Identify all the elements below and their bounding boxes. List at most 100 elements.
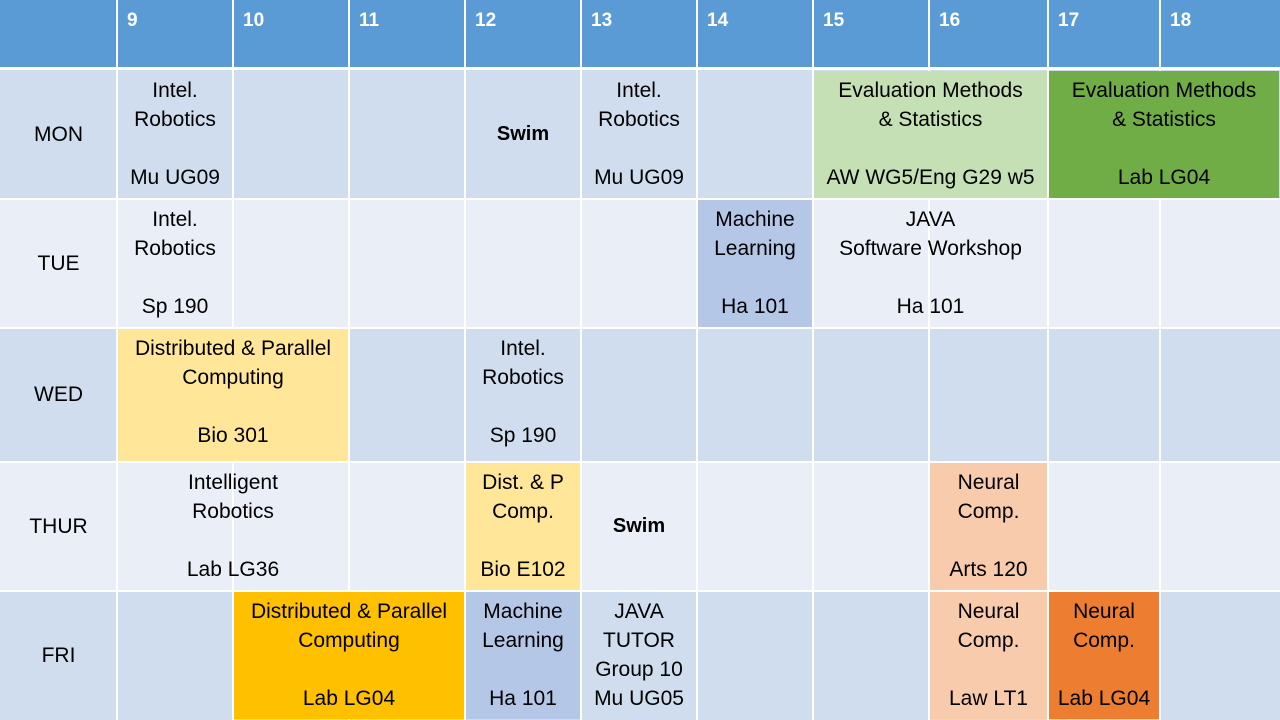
event-spacer — [930, 526, 1047, 555]
event-location: Arts 120 — [949, 558, 1028, 581]
hour-header-15: 15 — [813, 0, 929, 68]
event-title-line: Robotics — [192, 500, 274, 523]
event-title-line: Robotics — [482, 366, 564, 389]
hour-header-17: 17 — [1048, 0, 1160, 68]
day-row-thur — [0, 462, 1280, 591]
event-location: Ha 101 — [721, 295, 789, 318]
hour-label: 14 — [707, 10, 729, 31]
event-title-line: Neural — [957, 600, 1020, 623]
hour-header-14: 14 — [697, 0, 813, 68]
grid-line — [928, 0, 930, 720]
day-row-tue — [0, 199, 1280, 328]
hour-label: 16 — [939, 10, 961, 31]
hour-label: 12 — [475, 10, 497, 31]
event-title-line: & Statistics — [878, 108, 983, 131]
event-location: Ha 101 — [896, 295, 965, 318]
event-title-line: Evaluation Methods — [1071, 79, 1257, 102]
day-label-thur: THUR — [29, 514, 88, 538]
event-spacer — [1049, 134, 1279, 163]
event-location: Bio E102 — [480, 558, 566, 581]
grid-line — [1159, 0, 1161, 720]
event-title-line: Distributed & Parallel — [134, 337, 332, 360]
event-spacer — [698, 263, 812, 292]
event-title-line: Computing — [298, 629, 400, 652]
event-spacer — [930, 655, 1047, 684]
event-spacer — [118, 263, 232, 292]
event-title-line: JAVA — [614, 600, 664, 623]
hour-header-12: 12 — [465, 0, 581, 68]
hour-header-18: 18 — [1160, 0, 1280, 68]
event-title-line: Group 10 — [595, 658, 683, 681]
day-label-mon: MON — [34, 122, 83, 146]
event-tue-robotics[interactable]: Intel. Robotics Sp 190 — [118, 200, 232, 327]
event-title-line: Neural — [1073, 600, 1135, 623]
event-location: Lab LG04 — [1057, 687, 1151, 710]
grid-line — [1047, 0, 1049, 720]
grid-line — [0, 67, 1280, 70]
grid-line — [348, 0, 350, 720]
event-spacer — [466, 392, 580, 421]
event-title-line: Machine — [483, 600, 563, 623]
hour-label: 15 — [823, 10, 845, 31]
event-title-line: Intel. — [152, 208, 198, 231]
event-location: Mu UG09 — [594, 166, 684, 189]
event-title-line: Intel. — [152, 79, 198, 102]
event-title-line: Comp. — [957, 629, 1020, 652]
hour-label: 18 — [1170, 10, 1192, 31]
event-mon-swim[interactable]: Swim — [496, 123, 550, 145]
event-tue-java[interactable]: JAVA Software Workshop Ha 101 — [814, 200, 1047, 327]
event-title-line: Machine — [715, 208, 795, 231]
hour-header-10: 10 — [233, 0, 349, 68]
grid-line — [0, 327, 1280, 329]
event-thu-swim[interactable]: Swim — [612, 515, 666, 537]
event-title-line: Software Workshop — [839, 237, 1022, 260]
hour-header-9: 9 — [117, 0, 233, 68]
grid-line — [116, 0, 118, 720]
event-spacer — [118, 526, 348, 555]
event-title-line: Distributed & Parallel — [250, 600, 448, 623]
event-title-line: Learning — [714, 237, 796, 260]
event-title-line: Comp. — [957, 500, 1020, 523]
hour-header-13: 13 — [581, 0, 697, 68]
hour-label: 10 — [243, 10, 265, 31]
event-location: Lab LG04 — [1117, 166, 1211, 189]
event-title-line: Robotics — [598, 108, 680, 131]
grid-line — [580, 0, 582, 720]
event-location: Mu UG05 — [594, 687, 684, 710]
event-title-line: Dist. & P — [482, 471, 564, 494]
event-location: Lab LG04 — [302, 687, 396, 710]
event-title-line: JAVA — [905, 208, 956, 231]
grid-line — [696, 0, 698, 720]
grid-line — [0, 198, 1280, 200]
event-title-line: Neural — [957, 471, 1020, 494]
event-title-line: Computing — [182, 366, 284, 389]
grid-line — [812, 0, 814, 720]
hour-label: 11 — [359, 10, 380, 31]
event-spacer — [814, 263, 1047, 292]
day-label-tue: TUE — [37, 251, 80, 275]
event-title-line: Robotics — [134, 237, 216, 260]
hour-label: 13 — [591, 10, 613, 31]
event-title-line: Comp. — [1073, 629, 1135, 652]
hour-label: 9 — [127, 10, 138, 31]
event-location: Sp 190 — [141, 295, 209, 318]
day-label-wed: WED — [34, 383, 83, 406]
grid-line — [0, 461, 1280, 463]
event-location: Lab LG36 — [186, 558, 280, 581]
